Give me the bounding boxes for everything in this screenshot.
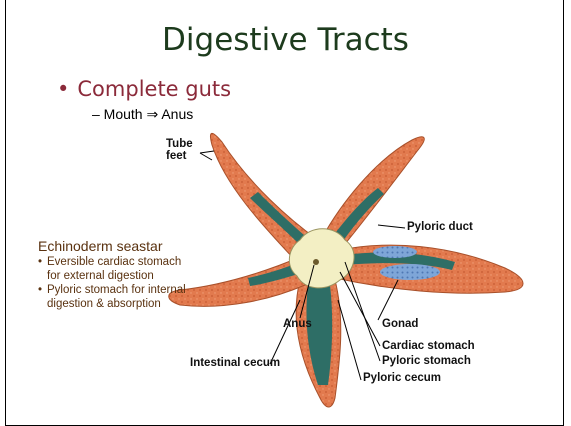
- arm-left: [169, 255, 305, 306]
- caption-item-text: Pyloric stomach for internal digestion &…: [47, 284, 186, 310]
- label-cardiac-stomach: Cardiac stomach: [382, 340, 475, 352]
- caption-bullet: •: [38, 283, 42, 297]
- caption-bullet: •: [38, 255, 42, 269]
- label-gonad: Gonad: [382, 318, 418, 330]
- gonad-right-b: [373, 246, 417, 258]
- gonad-right: [380, 264, 440, 280]
- leader-intestinal-cecum: [270, 300, 300, 364]
- caption-item: • Pyloric stomach for internal digestion …: [38, 283, 188, 311]
- label-pyloric-stomach: Pyloric stomach: [382, 355, 471, 367]
- label-tube-feet: Tube feet: [166, 138, 193, 162]
- leader-pyloric-cecum: [338, 300, 361, 380]
- caption-item: • Eversible cardiac stomach for external …: [38, 255, 188, 283]
- label-pyloric-duct: Pyloric duct: [407, 221, 473, 233]
- caption-heading: Echinoderm seastar: [38, 238, 163, 254]
- label-intestinal-cecum: Intestinal cecum: [190, 357, 280, 369]
- label-anus: Anus: [283, 318, 312, 330]
- anus-pore: [313, 259, 319, 265]
- caption-item-text: Eversible cardiac stomach for external d…: [47, 256, 181, 282]
- caption-list: • Eversible cardiac stomach for external …: [38, 255, 188, 311]
- leader-pyloric-duct: [378, 225, 405, 228]
- leader-tube-feet-a: [200, 151, 214, 153]
- label-pyloric-cecum: Pyloric cecum: [363, 372, 441, 384]
- leader-tube-feet-b: [200, 153, 212, 160]
